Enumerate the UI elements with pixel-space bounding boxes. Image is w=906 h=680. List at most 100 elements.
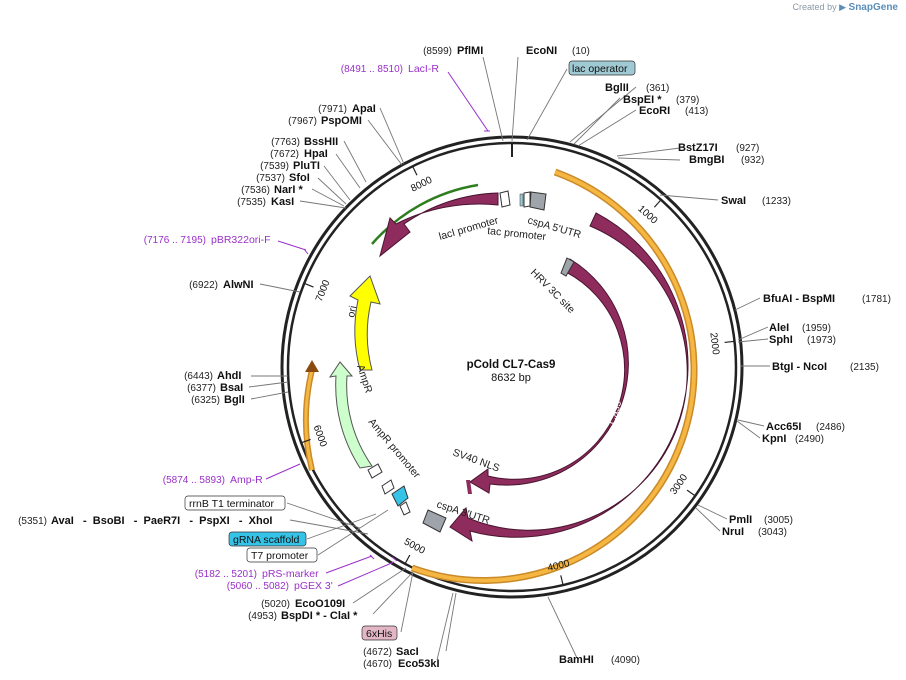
primer-pos: (5182 .. 5201) (195, 569, 257, 580)
primer-name: pRS-marker (262, 568, 319, 580)
plasmid-name: pCold CL7-Cas9 (467, 359, 556, 371)
sv40-nls-label: SV40 NLS (451, 447, 501, 475)
cas9-outer-label: Cas9 (652, 419, 672, 446)
primer-name: pGEX 3' (294, 580, 333, 592)
scale-tick-mark (303, 282, 314, 288)
site-name: PmlI (729, 514, 752, 526)
scale-tick-mark (412, 166, 418, 176)
primer-pos: (8491 .. 8510) (341, 64, 403, 75)
ori-label: ori (345, 305, 359, 319)
site-pos: (10) (572, 46, 590, 57)
site-pos: (379) (676, 95, 699, 106)
site-pos: (2135) (850, 362, 879, 373)
lac-operator-label: lac operator (572, 63, 628, 75)
site-pos: (5020) (261, 599, 290, 610)
site-pos: (7537) (256, 173, 285, 184)
site-name: BssHII (304, 136, 338, 148)
laci-promoter-glyph (499, 190, 511, 208)
site-name: KasI (271, 196, 294, 208)
scale-tick-mark (653, 199, 662, 208)
site-name: HpaI (304, 148, 328, 160)
lac-operator-box (568, 60, 636, 76)
primers: (8491 .. 8510) LacI-R (7176 .. 7195) pBR… (144, 63, 440, 592)
site-name: SphI (769, 334, 793, 346)
ori-arrow (349, 275, 381, 371)
plasmid-size: 8632 bp (491, 372, 531, 384)
laci-arrow (379, 192, 499, 258)
restriction-sites: (8599) PflMI EcoNI (10) lac operator Bgl… (18, 45, 891, 670)
site-pos: (1233) (762, 196, 791, 207)
rrnb-terminator-label: rrnB T1 terminator (189, 498, 275, 510)
grna-scaffold-box (228, 531, 307, 547)
primer-pos: (5060 .. 5082) (227, 581, 289, 592)
primer-name: LacI-R (408, 63, 439, 75)
scale-tick-mark (560, 575, 564, 586)
credit-prefix: Created by (792, 2, 837, 12)
lac-operator-glyph (519, 193, 524, 207)
site-name: BglII (605, 82, 629, 94)
site-name: BglI (224, 394, 245, 406)
site-pos: (1959) (802, 323, 831, 334)
site-pos: (927) (736, 143, 759, 154)
cas9-inner-arrow (469, 258, 629, 494)
t7-promoter-glyph (381, 479, 395, 495)
rrnb-terminator-glyph (399, 501, 411, 516)
site-pos: (7672) (270, 149, 299, 160)
leader-lines (248, 56, 770, 661)
6xhis-box (361, 625, 398, 641)
backbone-inner (286, 141, 738, 593)
grna-scaffold-glyph (391, 485, 409, 507)
site-pos: (5351) (18, 516, 47, 527)
scale-tick-label: 3000 (668, 472, 690, 497)
site-pos: (6325) (191, 395, 220, 406)
cspa5-utr-glyph (529, 191, 547, 211)
site-pos: (4670) (363, 659, 392, 670)
scale-tick-label: 8000 (409, 175, 434, 195)
site-name: BmgBI (689, 154, 724, 166)
site-pos: (6922) (189, 280, 218, 291)
site-name: AlwNI (223, 279, 254, 291)
site-name: BtgI - NcoI (772, 361, 827, 373)
site-pos: (4090) (611, 655, 640, 666)
site-pos: (7536) (241, 185, 270, 196)
site-name: KpnI (762, 433, 786, 445)
site-pos: (7971) (318, 104, 347, 115)
site-name: SwaI (721, 195, 746, 207)
site-name: BspDI * - ClaI * (281, 610, 358, 622)
site-pos: (4953) (248, 611, 277, 622)
site-pos: (1973) (807, 335, 836, 346)
site-pos: (361) (646, 83, 669, 94)
scale-tick-mark (404, 554, 411, 565)
scale-tick-label: 2000 (707, 332, 721, 356)
site-name: PluTI (293, 160, 320, 172)
orange-band-ampr-fill (304, 369, 314, 471)
site-name: BstZ17I (678, 142, 718, 154)
snapgene-credit: Created by ▶ SnapGene (793, 2, 898, 13)
site-name: BspEI * (623, 94, 662, 106)
snapgene-logo-icon: ▶ (839, 2, 847, 12)
t7-promoter-box (246, 547, 318, 563)
site-name: AhdI (217, 370, 241, 382)
6xhis-label: 6xHis (366, 628, 392, 640)
primer-leaders (265, 71, 490, 587)
site-name: BfuAI - BspMI (763, 293, 835, 305)
grna-scaffold-label: gRNA scaffold (233, 534, 300, 546)
site-name: AleI (769, 322, 789, 334)
site-pos: (3043) (758, 527, 787, 538)
scale-tick-mark (724, 340, 735, 344)
cspa3-utr-glyph (422, 509, 447, 533)
site-name: PspOMI (321, 115, 362, 127)
site-pos: (1781) (862, 294, 891, 305)
ampr-arrow (328, 361, 373, 469)
site-pos: (413) (685, 106, 708, 117)
ampr-band-arrow (305, 360, 319, 372)
site-name: ApaI (352, 103, 376, 115)
site-name: AvaI - BsoBI - PaeR7I - PspXI - XhoI (51, 515, 272, 527)
site-name: BsaI (220, 382, 243, 394)
site-pos: (3005) (764, 515, 793, 526)
site-pos: (6377) (187, 383, 216, 394)
site-pos: (8599) (423, 46, 452, 57)
site-name: EcoO109I (295, 598, 345, 610)
primer-pos: (5874 .. 5893) (163, 475, 225, 486)
